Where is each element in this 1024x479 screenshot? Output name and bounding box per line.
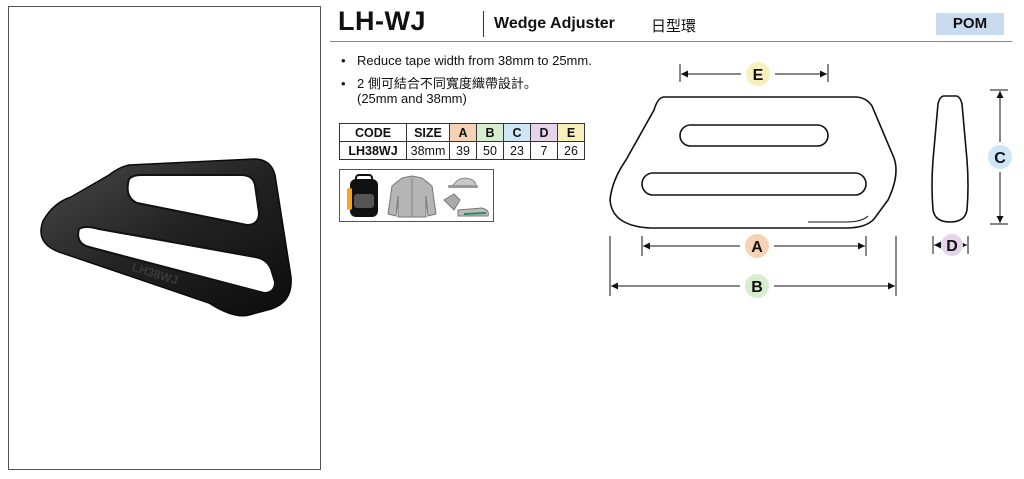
feature-list: Reduce tape width from 38mm to 25mm. 2 側… xyxy=(341,53,631,106)
spec-data-row: LH38WJ 38mm 39 50 23 7 26 xyxy=(339,141,585,160)
header-underline xyxy=(330,41,1012,42)
header-c: C xyxy=(503,123,531,142)
spec-table: CODE SIZE A B C D E LH38WJ 38mm 39 50 23… xyxy=(339,123,585,160)
dim-d-badge xyxy=(941,234,963,256)
cell-e: 26 xyxy=(557,141,585,160)
outdoor-gear-icon xyxy=(443,177,489,217)
cell-a: 39 xyxy=(449,141,477,160)
material-badge: POM xyxy=(936,13,1004,35)
side-view-outline xyxy=(931,95,969,223)
dim-c-badge xyxy=(988,145,1012,169)
product-name-chinese: 日型環 xyxy=(651,18,697,35)
dim-a-label: A xyxy=(751,239,763,256)
feature-item: Reduce tape width from 38mm to 25mm. xyxy=(341,53,631,68)
header-d: D xyxy=(530,123,558,142)
backpack-icon xyxy=(347,174,378,217)
dim-a-badge xyxy=(745,234,769,258)
dim-b-label: B xyxy=(751,279,763,296)
usage-icons xyxy=(339,169,494,222)
dim-e-badge xyxy=(746,62,770,86)
product-name: Wedge Adjuster xyxy=(494,15,615,32)
cell-size: 38mm xyxy=(406,141,450,160)
dim-e-label: E xyxy=(753,67,764,84)
dim-c-label: C xyxy=(994,150,1006,167)
front-view-bottom-slot xyxy=(641,172,867,196)
product-photo-frame: LH38WJ xyxy=(8,6,321,470)
dim-d-label: D xyxy=(946,238,958,255)
feature-item: 2 側可結合不同寬度織帶設計。 (25mm and 38mm) xyxy=(341,76,631,106)
header-a: A xyxy=(449,123,477,142)
dim-b-badge xyxy=(745,274,769,298)
jacket-icon xyxy=(387,175,437,218)
feature-text: 2 側可結合不同寬度織帶設計。 xyxy=(357,76,537,91)
header-divider xyxy=(483,11,484,37)
header-e: E xyxy=(557,123,585,142)
front-view-top-slot xyxy=(679,124,829,147)
header-size: SIZE xyxy=(406,123,450,142)
feature-text-continued: (25mm and 38mm) xyxy=(357,91,467,106)
front-view-notch xyxy=(808,215,869,223)
product-photo: LH38WJ xyxy=(40,158,292,317)
model-title: LH-WJ xyxy=(338,6,426,36)
front-view-outline xyxy=(609,96,897,229)
cell-b: 50 xyxy=(476,141,504,160)
